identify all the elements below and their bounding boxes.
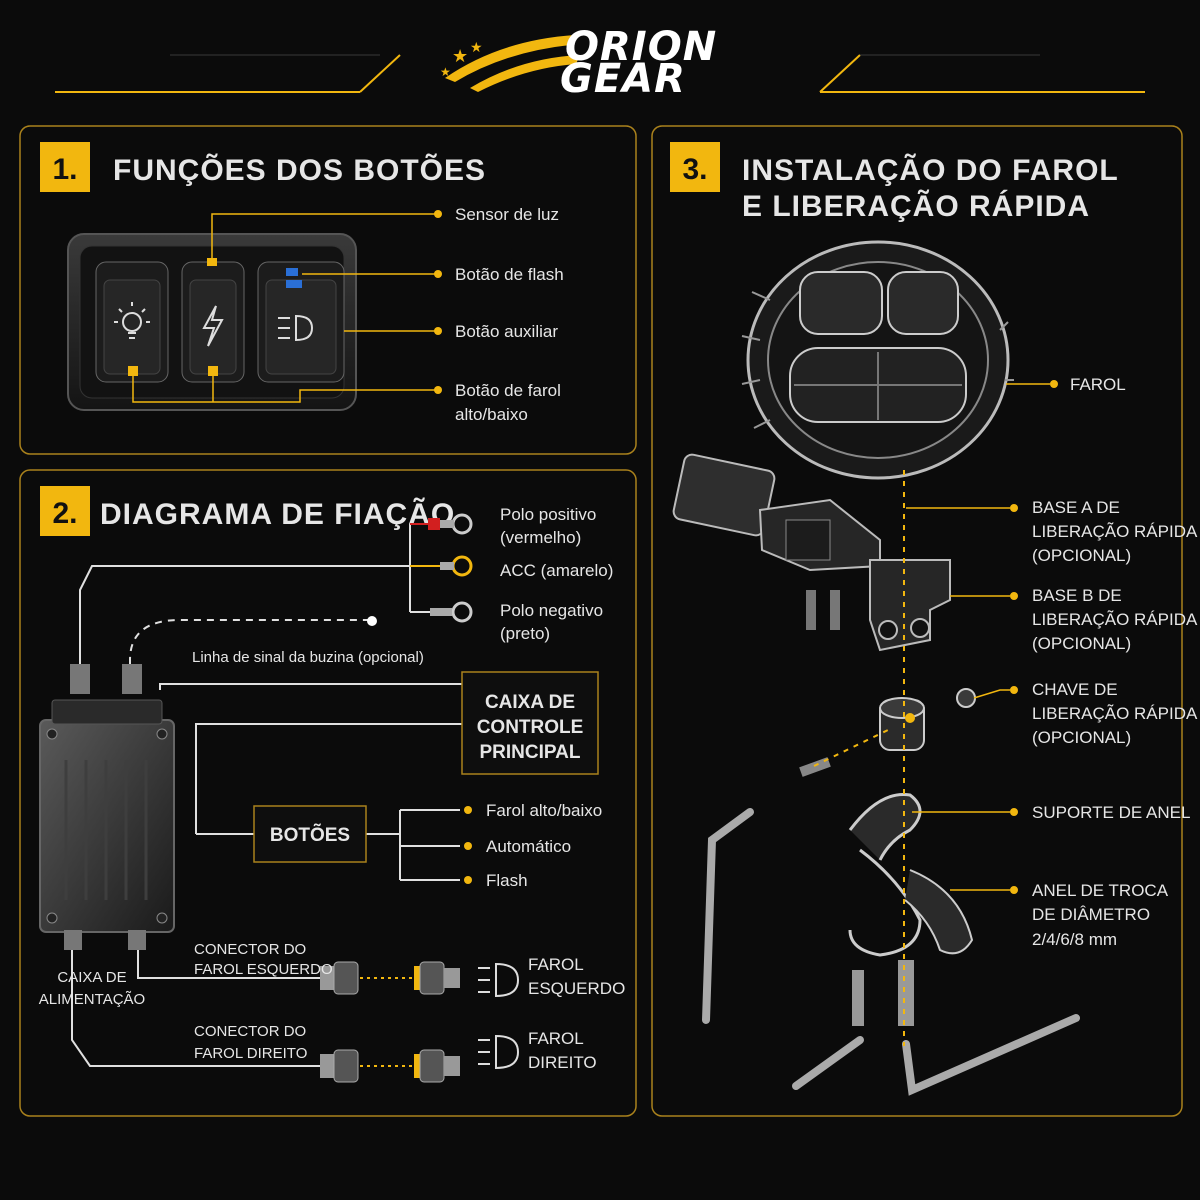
bulb-icon — [114, 302, 150, 339]
negative-label-line2: (preto) — [500, 624, 550, 643]
ring-swap-label-line3: 2/4/6/8 mm — [1032, 930, 1117, 949]
control-box-label-line2: CONTROLE — [477, 717, 584, 738]
left-lamp-icon — [478, 962, 520, 998]
base-a-label-line1: BASE A DE — [1032, 498, 1120, 517]
section-3-number: 3. — [682, 153, 707, 186]
section-1-callouts — [132, 213, 436, 403]
left-connector-label-line2: FAROL ESQUERDO — [194, 961, 333, 978]
beam-button-label-line1: Botão de farol — [455, 381, 561, 400]
section-1-number-badge — [40, 142, 90, 192]
button-function-auto: Automático — [486, 837, 571, 856]
light-sensor — [286, 268, 298, 276]
switch-pod — [67, 233, 357, 411]
bulb-button[interactable] — [95, 261, 169, 383]
power-box-label-line2: ALIMENTAÇÃO — [39, 991, 145, 1008]
right-lamp-label-line2: DIREITO — [528, 1053, 597, 1072]
right-connector-label-line2: FAROL DIREITO — [194, 1045, 307, 1062]
svg-text:★: ★ — [452, 46, 468, 66]
base-a-label-line2: LIBERAÇÃO RÁPIDA — [1032, 522, 1198, 541]
section-2-number-badge — [40, 486, 90, 536]
positive-label-line1: Polo positivo — [500, 505, 596, 524]
brand-line1: ORION — [565, 24, 717, 70]
section-2: 2. DIAGRAMA DE FIAÇÃO — [39, 486, 625, 1083]
positive-label-line2: (vermelho) — [500, 528, 581, 547]
beam-indicator-left — [128, 366, 138, 376]
section-1: 1. FUNÇÕES DOS BOTÕES — [40, 142, 564, 424]
right-lamp-label-line1: FAROL — [528, 1029, 584, 1048]
light-sensor-label: Sensor de luz — [455, 205, 559, 224]
aux-button[interactable] — [257, 261, 345, 383]
base-b-label-line3: (OPCIONAL) — [1032, 634, 1131, 653]
svg-text:★: ★ — [440, 65, 451, 79]
horn-line-label: Linha de sinal da buzina (opcional) — [192, 649, 424, 666]
panel-3-frame — [651, 125, 1183, 1117]
flash-led — [286, 280, 302, 288]
section-3-title-line1: INSTALAÇÃO DO FAROL — [742, 153, 1119, 187]
headlight-icon — [278, 314, 314, 342]
panel-1-frame — [19, 125, 637, 455]
button-function-beam: Farol alto/baixo — [486, 801, 602, 820]
headlight — [741, 240, 1014, 480]
header: ★ ★ ★ ORION GEAR — [55, 24, 1145, 102]
wires — [71, 523, 462, 1067]
buttons-box-label: BOTÕES — [270, 824, 350, 846]
power-box-label-line1: CAIXA DE — [57, 969, 126, 986]
right-connector — [320, 1049, 460, 1083]
control-box-frame — [461, 671, 599, 775]
control-box-label-line3: PRINCIPAL — [480, 742, 581, 763]
section-2-number: 2. — [52, 497, 77, 530]
left-lamp-label-line2: ESQUERDO — [528, 979, 625, 998]
base-b — [806, 559, 951, 652]
bolt-icon — [202, 305, 224, 347]
key-label-line2: LIBERAÇÃO RÁPIDA — [1032, 704, 1198, 723]
base-b-label-line2: LIBERAÇÃO RÁPIDA — [1032, 610, 1198, 629]
horn-signal-wire — [129, 619, 368, 690]
hex-keys — [702, 808, 1080, 1096]
panel-2-frame — [19, 469, 637, 1117]
negative-label-line1: Polo negativo — [500, 601, 603, 620]
flash-button[interactable] — [181, 261, 245, 383]
base-a-label-line3: (OPCIONAL) — [1032, 546, 1131, 565]
brand-line2: GEAR — [560, 56, 686, 102]
section-3-title-line2: E LIBERAÇÃO RÁPIDA — [742, 189, 1090, 223]
ring-mount-label: SUPORTE DE ANEL — [1032, 803, 1190, 822]
acc-terminal — [440, 555, 473, 577]
svg-text:★: ★ — [470, 39, 483, 55]
base-b-label-line1: BASE B DE — [1032, 586, 1122, 605]
acc-label: ACC (amarelo) — [500, 561, 613, 580]
left-connector-label-line1: CONECTOR DO — [194, 941, 306, 958]
ring-swap-label-line1: ANEL DE TROCA — [1032, 881, 1169, 900]
button-function-flash: Flash — [486, 871, 528, 890]
control-box-label-line1: CAIXA DE — [485, 692, 575, 713]
section-3: 3. INSTALAÇÃO DO FAROL E LIBERAÇÃO RÁPID… — [670, 142, 1198, 1096]
beam-indicator-right — [208, 366, 218, 376]
brand-logo: ★ ★ ★ ORION GEAR — [440, 24, 717, 102]
right-connector-label-line1: CONECTOR DO — [194, 1023, 306, 1040]
ring-mount — [848, 792, 974, 1026]
right-lamp-icon — [478, 1034, 520, 1070]
positive-terminal — [428, 513, 473, 535]
negative-terminal — [430, 601, 473, 623]
key-label-line1: CHAVE DE — [1032, 680, 1118, 699]
buttons-box-frame — [253, 805, 367, 863]
section-3-number-badge — [670, 142, 720, 192]
release-key — [799, 688, 976, 777]
left-lamp-label-line1: FAROL — [528, 955, 584, 974]
aux-button-label: Botão auxiliar — [455, 322, 558, 341]
section-2-title: DIAGRAMA DE FIAÇÃO — [100, 497, 455, 531]
key-label-line3: (OPCIONAL) — [1032, 728, 1131, 747]
beam-button-label-line2: alto/baixo — [455, 405, 528, 424]
ring-swap-label-line2: DE DIÂMETRO — [1032, 905, 1150, 924]
flash-button-label: Botão de flash — [455, 265, 564, 284]
section-1-number: 1. — [52, 153, 77, 186]
left-connector — [320, 961, 460, 995]
farol-label: FAROL — [1070, 375, 1126, 394]
base-a — [672, 453, 881, 572]
power-box — [39, 664, 175, 950]
section-1-title: FUNÇÕES DOS BOTÕES — [113, 153, 486, 187]
